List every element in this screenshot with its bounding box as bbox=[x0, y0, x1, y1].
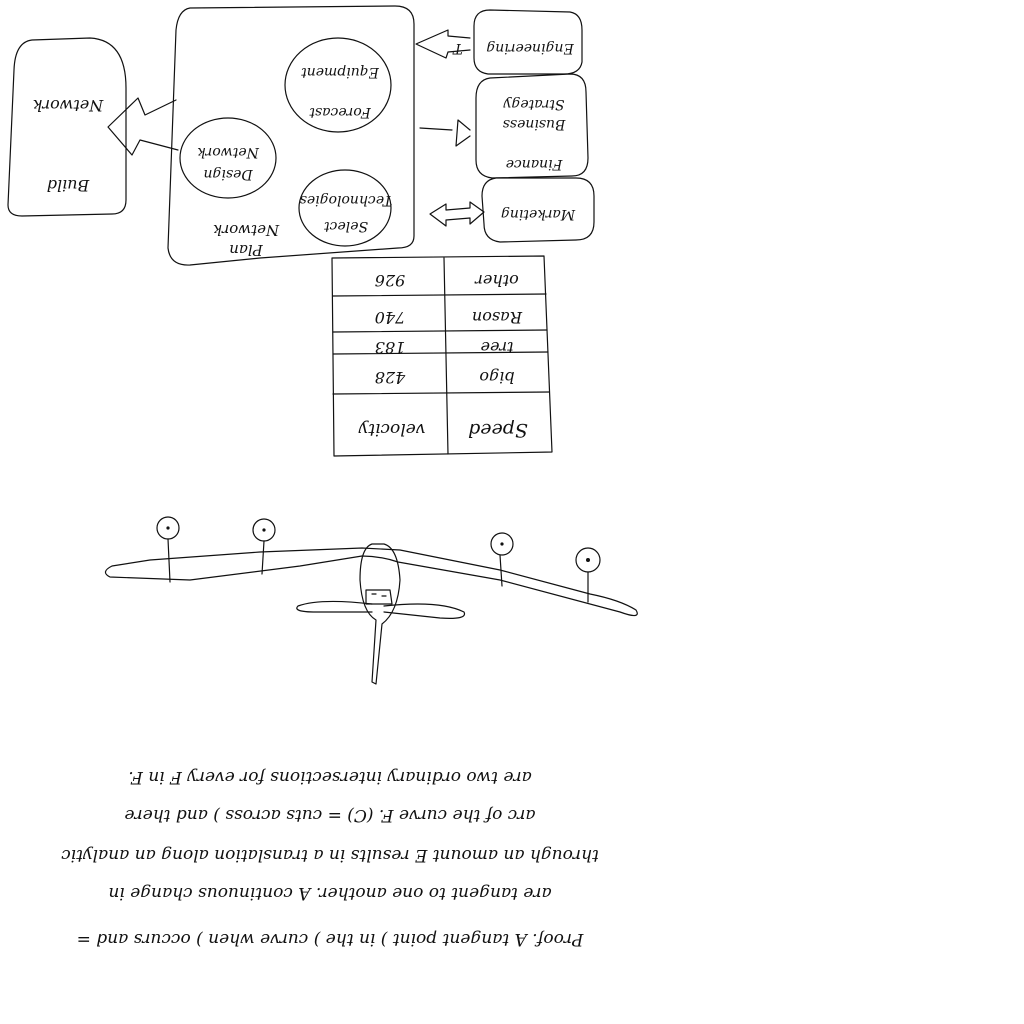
engine-4-dot bbox=[586, 558, 590, 562]
business-strategy-box bbox=[475, 73, 589, 179]
table-text: other 926 Rason 740 tree 183 bigo 428 Sp… bbox=[358, 271, 528, 441]
plan-network-box bbox=[167, 5, 415, 266]
build-network-box bbox=[7, 37, 127, 217]
table-row-lines bbox=[332, 293, 550, 395]
pylon-2 bbox=[261, 540, 265, 575]
airplane-drawing bbox=[104, 516, 638, 685]
select-label: Select bbox=[324, 218, 368, 234]
cell-926: 926 bbox=[375, 271, 406, 290]
forecast-equipment-circle bbox=[284, 37, 392, 133]
table-col-divider bbox=[443, 257, 449, 455]
forecast-label: Forecast bbox=[309, 104, 372, 120]
cell-740: 740 bbox=[375, 308, 406, 327]
design-network-sub: Network bbox=[197, 144, 260, 160]
cell-183: 183 bbox=[375, 338, 406, 357]
cell-tree: tree bbox=[480, 338, 513, 357]
design-network-circle bbox=[179, 117, 277, 199]
engineering-label: Engineering bbox=[486, 40, 574, 56]
note-line-5: are two ordinary intersections for every… bbox=[128, 767, 531, 787]
engineering-arrow bbox=[415, 29, 471, 59]
plan-network-text: Network Plan bbox=[213, 221, 280, 259]
table-border bbox=[331, 255, 553, 457]
handwritten-note: are two ordinary intersections for every… bbox=[61, 767, 599, 949]
marketing-double-arrow bbox=[429, 201, 485, 227]
cell-rason: Rason bbox=[472, 308, 523, 327]
engine-3 bbox=[490, 532, 514, 556]
airplane-tailplane bbox=[296, 600, 466, 619]
engine-2-dot bbox=[262, 528, 266, 532]
equipment-label: Equipment bbox=[301, 64, 380, 80]
plan-to-build-arrow bbox=[107, 97, 179, 156]
cell-428: 428 bbox=[375, 368, 407, 387]
cell-velocity: velocity bbox=[358, 419, 425, 439]
build-label: Build bbox=[47, 176, 91, 195]
engine-3-dot bbox=[500, 542, 504, 546]
strategy-arrow bbox=[419, 119, 471, 147]
note-line-1: Proof. A tangent point ) in the ) curve … bbox=[77, 929, 585, 949]
note-line-2: are tangent to one another. A continuous… bbox=[108, 883, 551, 903]
strategy-label: Strategy bbox=[502, 96, 564, 112]
circle-labels: Equipment Forecast Network Design Techno… bbox=[197, 64, 392, 234]
marketing-box bbox=[481, 177, 595, 243]
right-box-labels: Engineering Strategy Business Finance Ma… bbox=[452, 40, 576, 222]
cell-bigo: bigo bbox=[479, 368, 514, 387]
airplane-wing bbox=[104, 547, 638, 617]
business-label: Business bbox=[503, 116, 567, 132]
plan-network-sub: Network bbox=[213, 221, 280, 239]
note-line-4: arc of the curve F. (C) = cuts across ) … bbox=[124, 805, 535, 825]
technologies-label: Technologies bbox=[300, 192, 393, 208]
design-label: Design bbox=[203, 166, 253, 182]
engine-1-dot bbox=[166, 526, 170, 530]
pylon-3 bbox=[499, 554, 503, 587]
network-label: Network bbox=[33, 96, 105, 115]
note-line-3: through an amount E results in a transla… bbox=[61, 845, 599, 865]
plan-label: Plan bbox=[229, 241, 264, 259]
cell-other: other bbox=[474, 271, 519, 290]
marketing-label: Marketing bbox=[501, 206, 576, 222]
select-technologies-circle bbox=[298, 169, 392, 247]
cell-speed: Speed bbox=[468, 419, 528, 441]
airplane-cockpit bbox=[365, 589, 393, 605]
arrow-t-label: T bbox=[452, 40, 463, 56]
build-network-text: Network Build bbox=[33, 96, 105, 195]
airplane-fuselage bbox=[359, 543, 401, 685]
pylon-1 bbox=[167, 538, 171, 583]
finance-label: Finance bbox=[506, 156, 564, 172]
